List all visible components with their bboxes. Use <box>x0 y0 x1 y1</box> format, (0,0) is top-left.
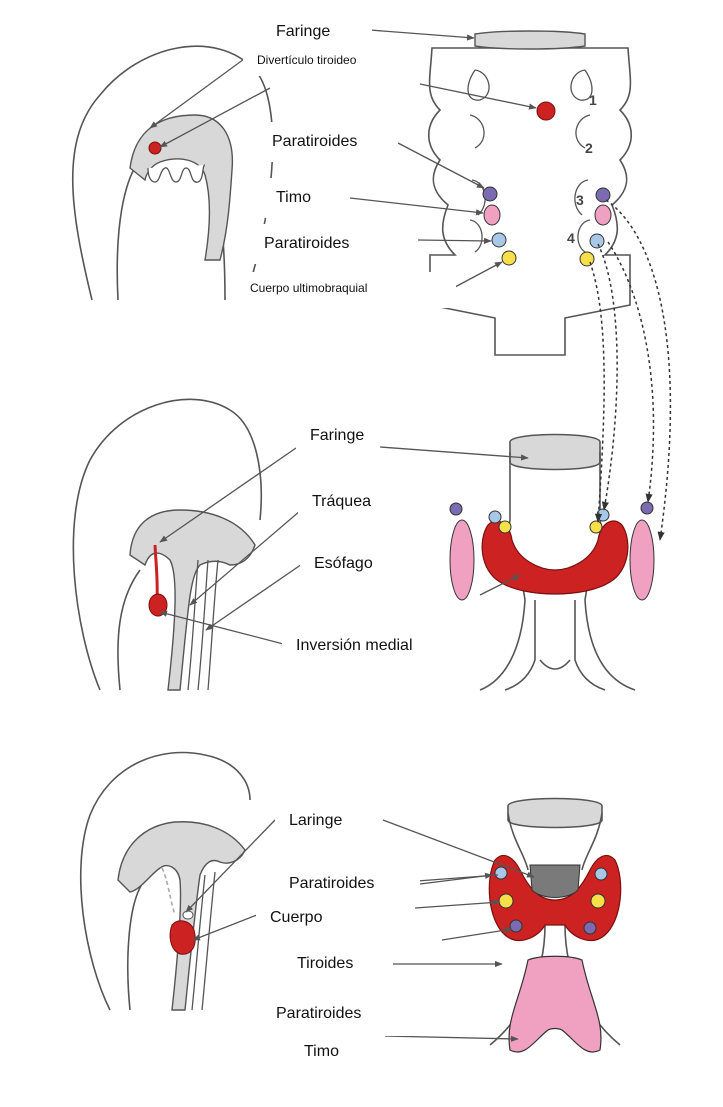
thymus-mid-right <box>630 520 654 600</box>
thymus-left <box>484 205 500 225</box>
label-esofago: Esófago <box>300 540 410 592</box>
label-paratiroides-3: Paratiroides <box>275 864 420 906</box>
parathyroid-final-left-upper <box>495 867 507 879</box>
thyroglossal-duct <box>155 545 157 600</box>
ultimobranchial-mid-right <box>590 521 602 533</box>
arch-number-3: 3 <box>576 192 584 208</box>
label-cuerpo-ultimobraquial: Cuerpo ultimobraquial <box>236 272 456 308</box>
label-faringe-mid: Faringe <box>296 416 380 466</box>
ultimobranchial-final-left <box>499 894 513 908</box>
ultimobranchial-right <box>580 252 594 266</box>
label-timo-1: Timo <box>262 178 350 218</box>
label-laringe: Laringe <box>275 801 383 841</box>
label-tiroides: Tiroides <box>283 944 393 986</box>
larynx-cartilage <box>530 865 580 898</box>
parathyroid-upper-left <box>483 187 497 201</box>
pharynx-tissue-1 <box>130 115 232 260</box>
pharynx-tissue-3 <box>118 822 245 1010</box>
parathyroid-upper-right <box>596 188 610 202</box>
label-timo-2: Timo <box>290 1028 385 1076</box>
arch-number-1: 1 <box>589 92 597 108</box>
parathyroid-lower-right <box>590 234 604 248</box>
thyroglossal-remnant <box>162 868 175 915</box>
thyroid-gland-final-side <box>170 921 195 954</box>
parathyroid-mid-right-top <box>641 502 653 514</box>
thyroid-diverticulum-dot-1 <box>149 142 161 154</box>
parathyroid-final-right-upper <box>595 868 607 880</box>
label-traquea: Tráquea <box>298 478 418 532</box>
thyroid-diverticulum-dot-2 <box>537 102 555 120</box>
arch-number-2: 2 <box>585 140 593 156</box>
ultimobranchial-final-right <box>591 894 605 908</box>
label-inversion-medial: Inversión medial <box>282 620 480 674</box>
arch-number-4: 4 <box>567 230 575 246</box>
thymus-mid-left <box>450 520 474 600</box>
label-diverticulo-tiroideo: Divertículo tiroideo <box>243 44 423 76</box>
hyoid-remnant <box>183 911 193 919</box>
ultimobranchial-mid-left <box>499 521 511 533</box>
label-paratiroides-1: Paratiroides <box>258 122 398 162</box>
parathyroid-mid-left-top <box>450 503 462 515</box>
parathyroid-final-right-lower <box>584 922 596 934</box>
ultimobranchial-left <box>502 251 516 265</box>
parathyroid-mid-left-upper <box>489 511 501 523</box>
pharynx-tissue-2 <box>130 510 255 690</box>
embryo-sagittal-3 <box>81 753 250 1011</box>
label-paratiroides-2: Paratiroides <box>250 224 418 264</box>
thymus-final <box>509 956 601 1052</box>
parathyroid-final-left-lower <box>510 920 522 932</box>
parathyroid-lower-left <box>492 233 506 247</box>
label-cuerpo: Cuerpo <box>256 908 396 934</box>
thymus-right <box>595 205 611 225</box>
